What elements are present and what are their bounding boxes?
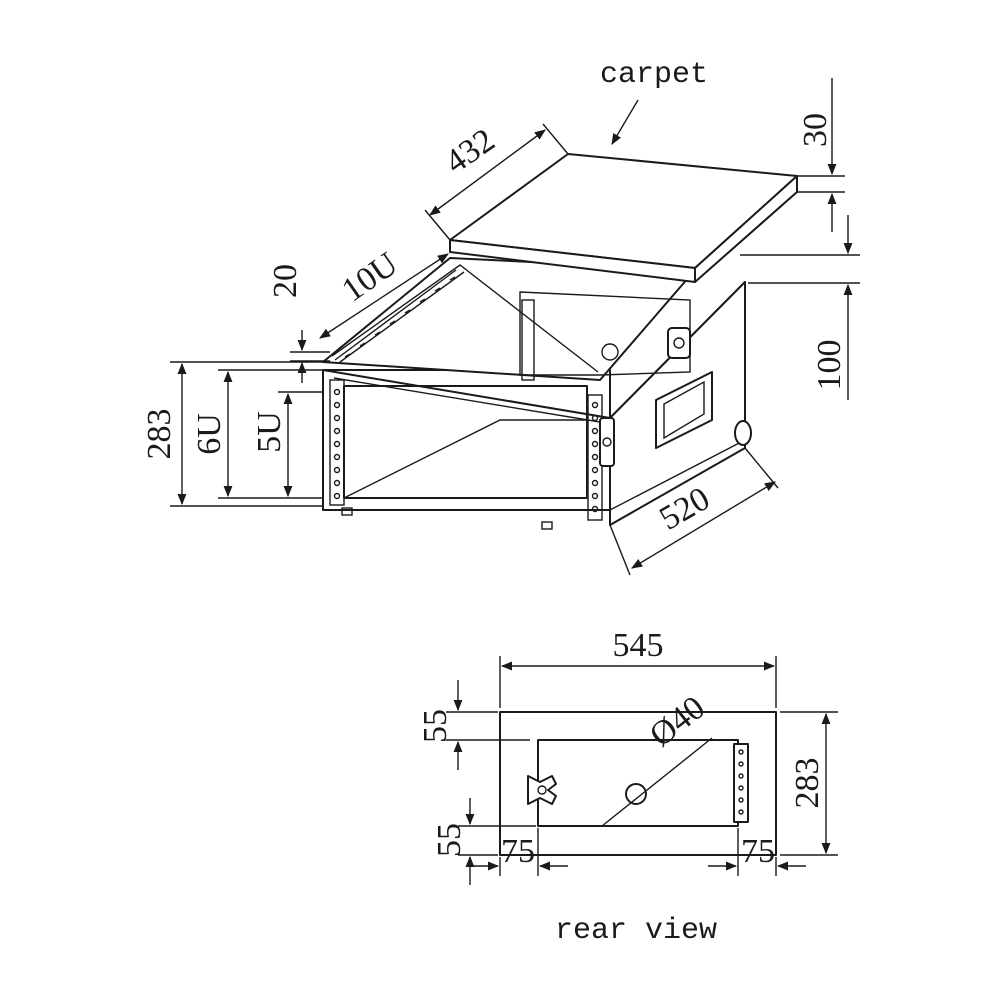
front-rail-right-holes xyxy=(591,401,599,513)
rear-hinge-holes xyxy=(738,749,744,815)
corner-caster xyxy=(734,420,752,446)
rear-panel-inner xyxy=(537,739,739,827)
label-6u: 6U xyxy=(191,413,228,455)
label-75-left: 75 xyxy=(501,833,535,870)
label-10u: 10U xyxy=(335,245,404,309)
latch-front xyxy=(599,417,615,467)
isometric-case xyxy=(322,153,798,530)
label-545: 545 xyxy=(613,627,664,664)
dimension-lines-rear xyxy=(446,656,838,885)
rear-hinge xyxy=(733,743,749,823)
label-carpet: carpet xyxy=(600,58,708,92)
rear-latch xyxy=(527,775,557,805)
label-75-right: 75 xyxy=(741,833,775,870)
label-diameter-40: Ø40 xyxy=(643,689,712,754)
cable-hole xyxy=(625,783,647,805)
label-rear-view: rear view xyxy=(555,914,717,948)
label-283-rear: 283 xyxy=(789,758,826,809)
foot-left xyxy=(341,507,353,516)
rear-panel-outer xyxy=(499,711,777,856)
label-5u: 5U xyxy=(251,411,288,453)
label-30: 30 xyxy=(797,113,834,147)
front-rail-left-holes xyxy=(333,388,341,500)
label-283-iso: 283 xyxy=(141,409,178,460)
latch-top xyxy=(667,327,691,359)
front-rack-rail-left xyxy=(329,379,345,506)
label-55-bottom: 55 xyxy=(431,823,468,857)
foot-right xyxy=(541,521,553,530)
label-100: 100 xyxy=(811,340,848,391)
case-front-frame xyxy=(322,369,611,511)
corner-ball xyxy=(601,343,619,361)
side-handle xyxy=(655,371,713,449)
label-55-top: 55 xyxy=(417,709,454,743)
rear-rail-bracket xyxy=(521,299,535,381)
label-432: 432 xyxy=(438,122,501,182)
rear-view-drawing xyxy=(499,711,777,856)
dimension-lines-iso xyxy=(170,78,860,576)
label-20: 20 xyxy=(267,264,304,298)
